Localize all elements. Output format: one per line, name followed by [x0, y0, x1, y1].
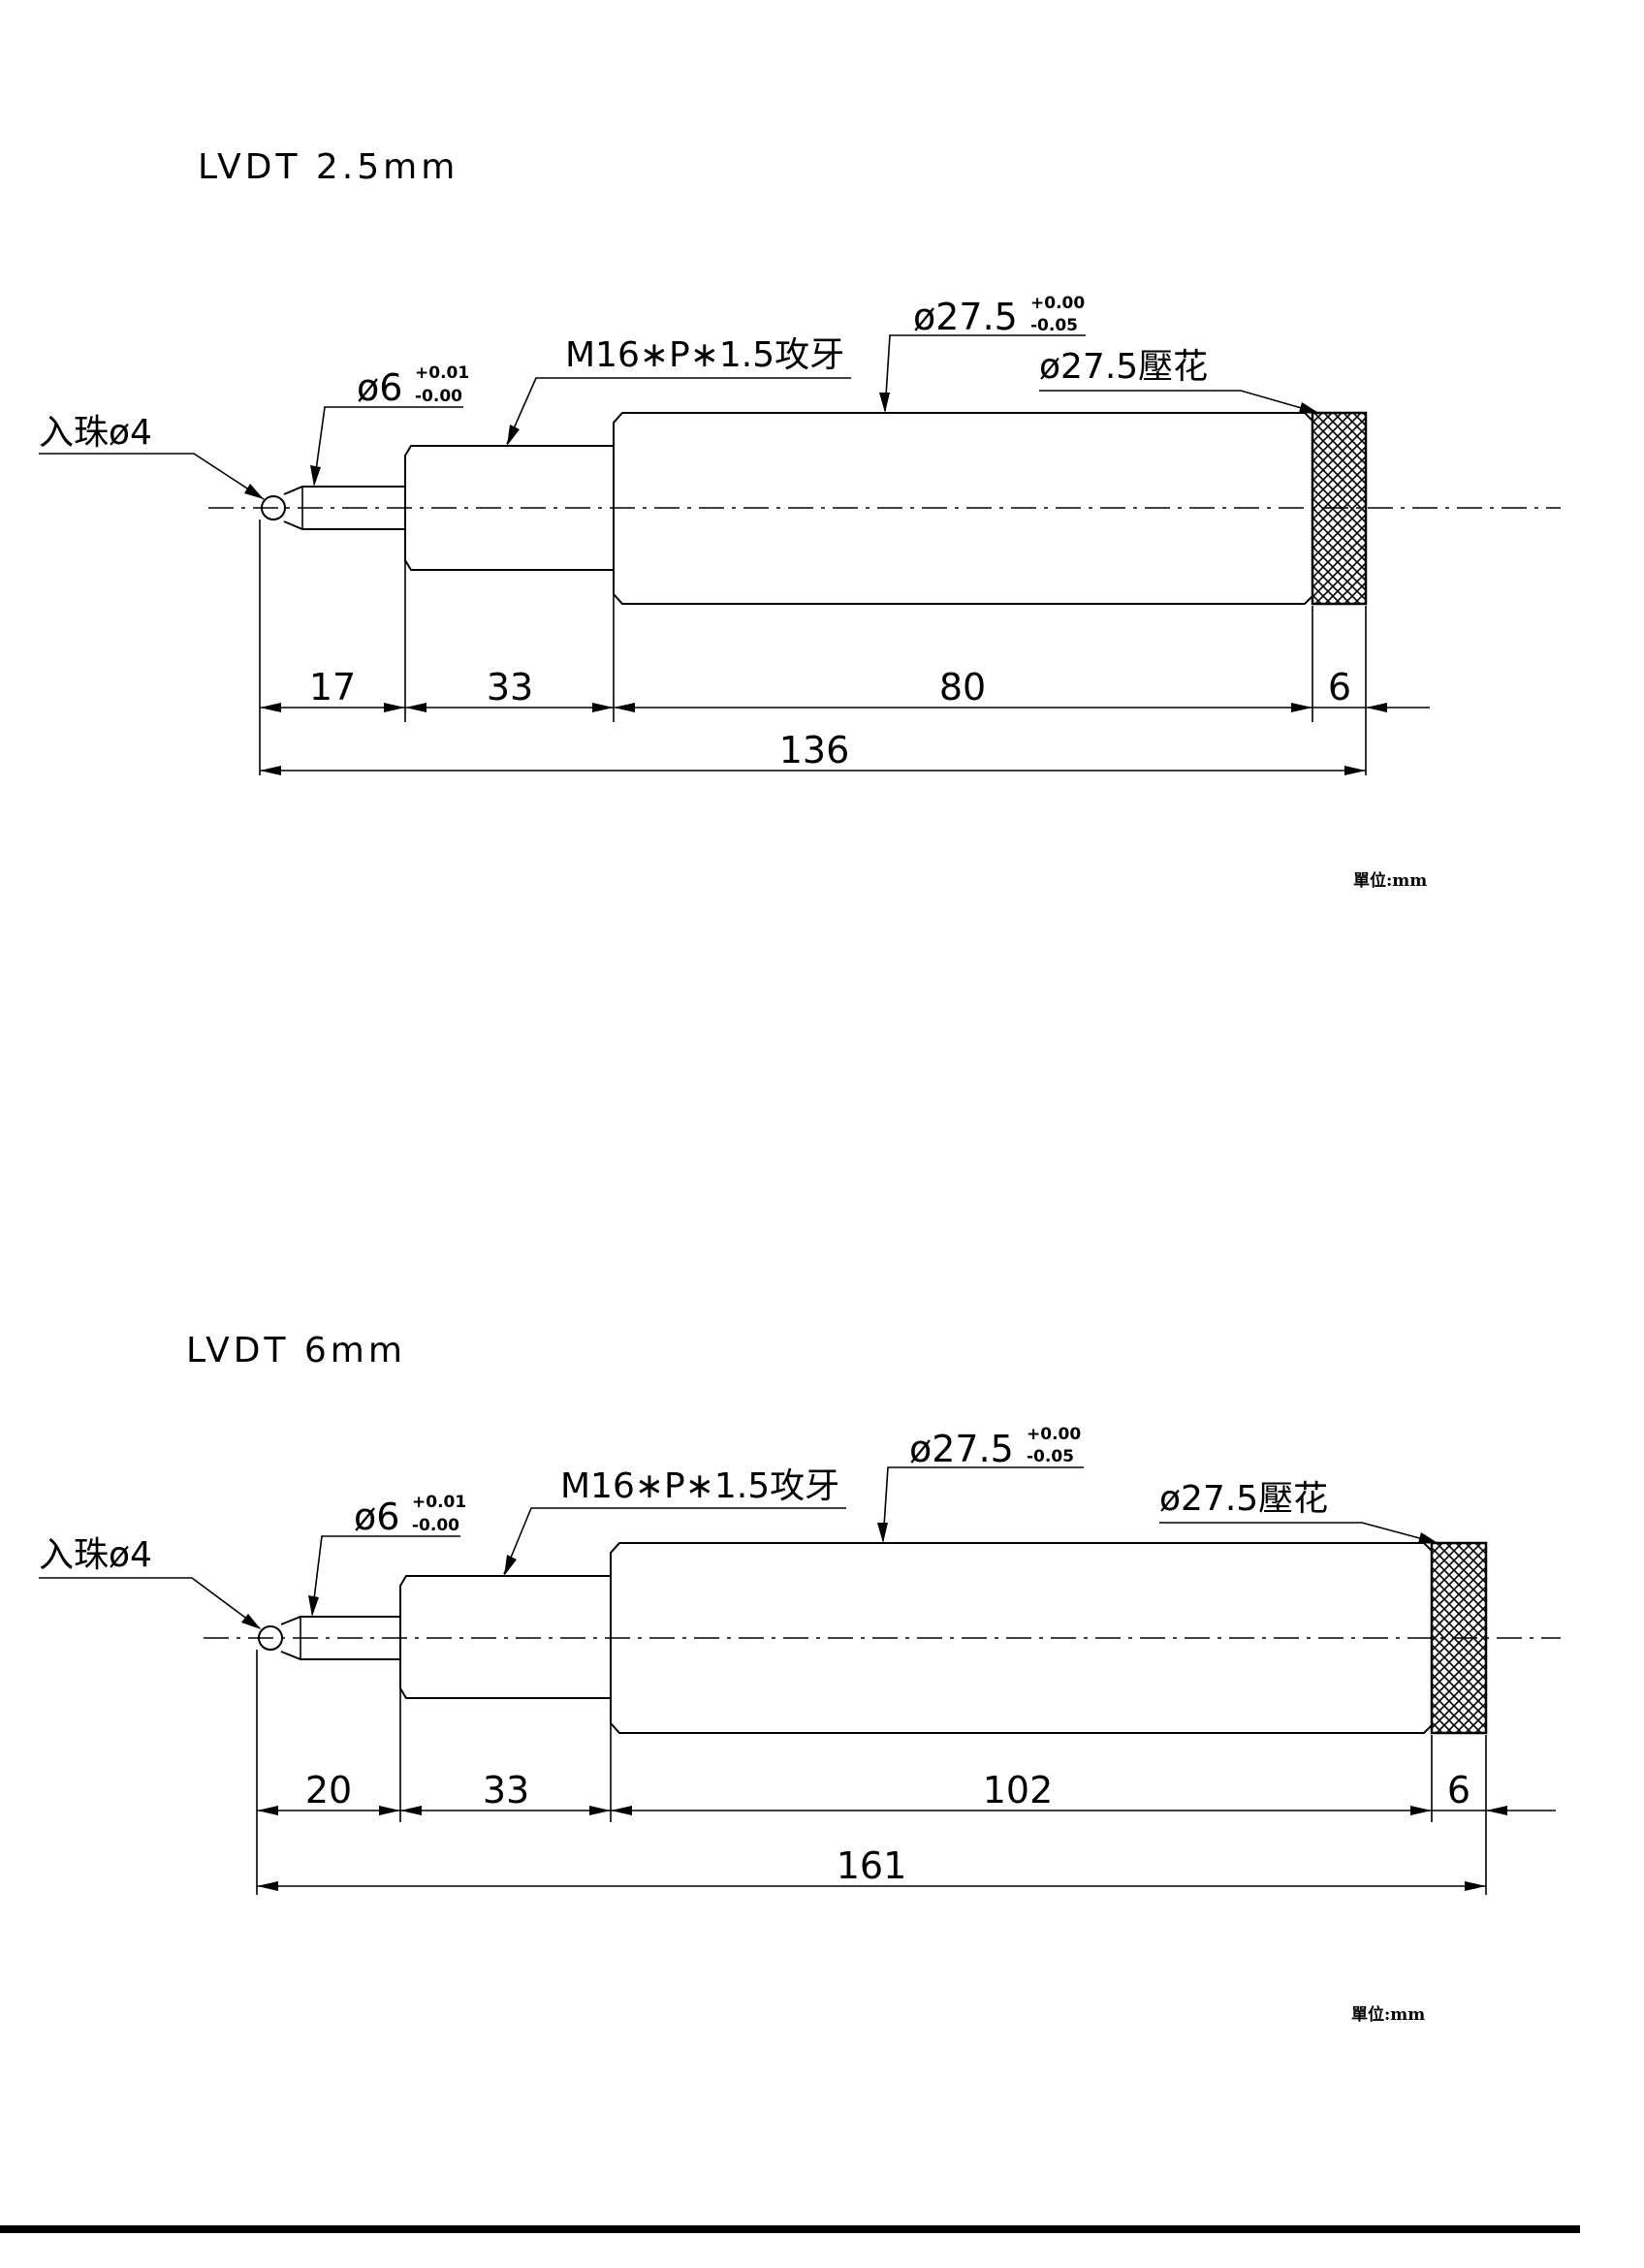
ball-tip — [261, 495, 286, 520]
body-tolerance-lower: -0.05 — [1027, 1447, 1074, 1466]
stem-tolerance-upper: +0.01 — [412, 1493, 466, 1512]
stem-tolerance-lower: -0.00 — [415, 387, 462, 406]
dimension-total-length: 161 — [837, 1844, 907, 1887]
stem-diameter-callout: ø6 +0.01 -0.00 — [310, 363, 469, 487]
extension-lines — [259, 520, 1367, 775]
dimension-total-length: 136 — [779, 729, 850, 772]
drawing-lvdt-6mm: LVDT 6mm — [39, 1331, 1561, 2025]
body-diameter-label: ø27.5 — [913, 296, 1018, 338]
stem-diameter-label: ø6 — [357, 366, 402, 409]
thread-callout: M16∗P∗1.5攻牙 — [503, 1466, 846, 1576]
extension-lines — [256, 1650, 1487, 1895]
body-diameter-callout: ø27.5 +0.00 -0.05 — [879, 294, 1086, 413]
body-tolerance-lower: -0.05 — [1030, 316, 1078, 335]
dimension-ball-to-thread: 17 — [309, 666, 356, 709]
knurl-label: ø27.5壓花 — [1039, 347, 1208, 387]
thread-callout: M16∗P∗1.5攻牙 — [506, 335, 851, 446]
body-tolerance-upper: +0.00 — [1027, 1425, 1081, 1444]
drawing-lvdt-2-5mm: LVDT 2.5mm — [39, 147, 1561, 891]
lvdt-body-outline — [258, 1541, 1488, 1735]
ball-label: 入珠ø4 — [39, 1535, 152, 1575]
ball-callout: 入珠ø4 — [39, 1535, 261, 1629]
thread-section-outline — [399, 1575, 612, 1699]
dimension-thread-length: 33 — [483, 1769, 529, 1811]
knurled-cap — [1311, 411, 1368, 606]
stem-tolerance-lower: -0.00 — [412, 1516, 459, 1535]
unit-note: 單位:mm — [1353, 870, 1427, 891]
unit-note: 單位:mm — [1351, 2004, 1425, 2025]
stem-tolerance-upper: +0.01 — [415, 363, 469, 383]
dimension-knurl-length: 6 — [1447, 1769, 1470, 1811]
drawing-title: LVDT 6mm — [186, 1331, 406, 1370]
stem-diameter-callout: ø6 +0.01 -0.00 — [308, 1493, 466, 1617]
dimension-lines — [257, 1806, 1556, 1891]
knurl-callout: ø27.5壓花 — [1159, 1479, 1439, 1544]
dimension-ball-to-thread: 20 — [305, 1769, 352, 1811]
thread-label: M16∗P∗1.5攻牙 — [560, 1466, 839, 1506]
dimension-lines — [260, 703, 1430, 775]
stem-diameter-label: ø6 — [354, 1496, 399, 1538]
ball-label: 入珠ø4 — [39, 413, 152, 453]
knurl-label: ø27.5壓花 — [1159, 1479, 1328, 1519]
knurl-callout: ø27.5壓花 — [1039, 347, 1320, 414]
dimension-knurl-length: 6 — [1328, 666, 1351, 709]
thread-label: M16∗P∗1.5攻牙 — [565, 335, 844, 375]
body-tolerance-upper: +0.00 — [1030, 294, 1085, 313]
dimension-body-length: 80 — [939, 666, 986, 709]
dimension-thread-length: 33 — [487, 666, 533, 709]
ball-tip — [258, 1625, 283, 1651]
body-diameter-callout: ø27.5 +0.00 -0.05 — [877, 1425, 1084, 1543]
dimension-body-length: 102 — [983, 1769, 1054, 1811]
body-diameter-label: ø27.5 — [909, 1428, 1014, 1470]
ball-callout: 入珠ø4 — [39, 413, 265, 500]
knurled-cap — [1430, 1541, 1488, 1735]
drawing-title: LVDT 2.5mm — [198, 147, 458, 187]
